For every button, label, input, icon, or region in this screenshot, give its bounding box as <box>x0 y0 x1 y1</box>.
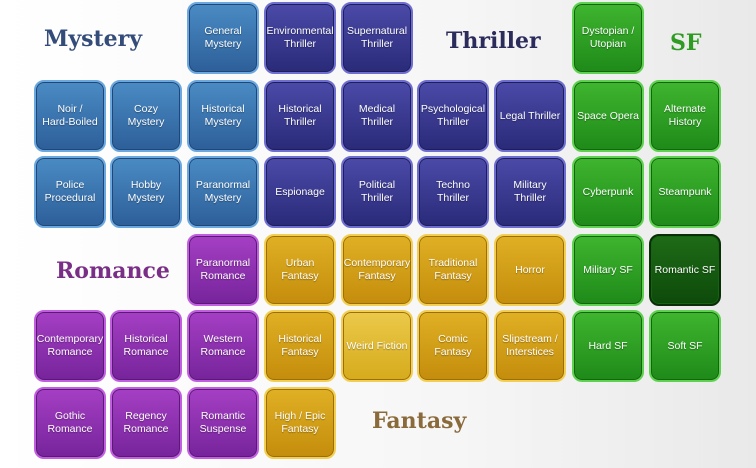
tile-paranormal-mystery[interactable]: Paranormal Mystery <box>187 156 259 228</box>
tile-espionage[interactable]: Espionage <box>264 156 336 228</box>
tile-legal-thriller[interactable]: Legal Thriller <box>494 80 566 152</box>
tile-gothic-romance[interactable]: Gothic Romance <box>34 387 106 459</box>
tile-steampunk[interactable]: Steampunk <box>649 156 721 228</box>
tile-romantic-suspense[interactable]: Romantic Suspense <box>187 387 259 459</box>
tile-historical-fantasy[interactable]: Historical Fantasy <box>264 310 336 382</box>
tile-dystopian-utopian[interactable]: Dystopian / Utopian <box>572 2 644 74</box>
tile-alternate-history[interactable]: Alternate History <box>649 80 721 152</box>
tile-regency-romance[interactable]: Regency Romance <box>110 387 182 459</box>
heading-mystery: Mystery <box>44 26 143 52</box>
tile-general-mystery[interactable]: General Mystery <box>187 2 259 74</box>
tile-weird-fiction[interactable]: Weird Fiction <box>341 310 413 382</box>
tile-historical-thriller[interactable]: Historical Thriller <box>264 80 336 152</box>
heading-thriller: Thriller <box>446 28 541 54</box>
tile-horror[interactable]: Horror <box>494 234 566 306</box>
tile-high-epic-fantasy[interactable]: High / Epic Fantasy <box>264 387 336 459</box>
tile-space-opera[interactable]: Space Opera <box>572 80 644 152</box>
heading-romance: Romance <box>56 258 170 284</box>
tile-medical-thriller[interactable]: Medical Thriller <box>341 80 413 152</box>
tile-historical-mystery[interactable]: Historical Mystery <box>187 80 259 152</box>
tile-cyberpunk[interactable]: Cyberpunk <box>572 156 644 228</box>
tile-comic-fantasy[interactable]: Comic Fantasy <box>417 310 489 382</box>
tile-military-thriller[interactable]: Military Thriller <box>494 156 566 228</box>
tile-cozy-mystery[interactable]: Cozy Mystery <box>110 80 182 152</box>
tile-police-procedural[interactable]: Police Procedural <box>34 156 106 228</box>
tile-noir-hard-boiled[interactable]: Noir / Hard-Boiled <box>34 80 106 152</box>
tile-military-sf[interactable]: Military SF <box>572 234 644 306</box>
tile-techno-thriller[interactable]: Techno Thriller <box>417 156 489 228</box>
tile-contemporary-romance[interactable]: Contemporary Romance <box>34 310 106 382</box>
tile-environmental-thriller[interactable]: Environmental Thriller <box>264 2 336 74</box>
tile-political-thriller[interactable]: Political Thriller <box>341 156 413 228</box>
tile-supernatural-thriller[interactable]: Supernatural Thriller <box>341 2 413 74</box>
tile-western-romance[interactable]: Western Romance <box>187 310 259 382</box>
tile-historical-romance[interactable]: Historical Romance <box>110 310 182 382</box>
tile-hard-sf[interactable]: Hard SF <box>572 310 644 382</box>
tile-paranormal-romance[interactable]: Paranormal Romance <box>187 234 259 306</box>
tile-hobby-mystery[interactable]: Hobby Mystery <box>110 156 182 228</box>
tile-contemporary-fantasy[interactable]: Contemporary Fantasy <box>341 234 413 306</box>
tile-slipstream-interstices[interactable]: Slipstream / Interstices <box>494 310 566 382</box>
tile-soft-sf[interactable]: Soft SF <box>649 310 721 382</box>
tile-psychological-thriller[interactable]: Psychological Thriller <box>417 80 489 152</box>
tile-urban-fantasy[interactable]: Urban Fantasy <box>264 234 336 306</box>
tile-traditional-fantasy[interactable]: Traditional Fantasy <box>417 234 489 306</box>
heading-sf: SF <box>670 30 702 56</box>
heading-fantasy: Fantasy <box>372 408 467 434</box>
tile-romantic-sf[interactable]: Romantic SF <box>649 234 721 306</box>
